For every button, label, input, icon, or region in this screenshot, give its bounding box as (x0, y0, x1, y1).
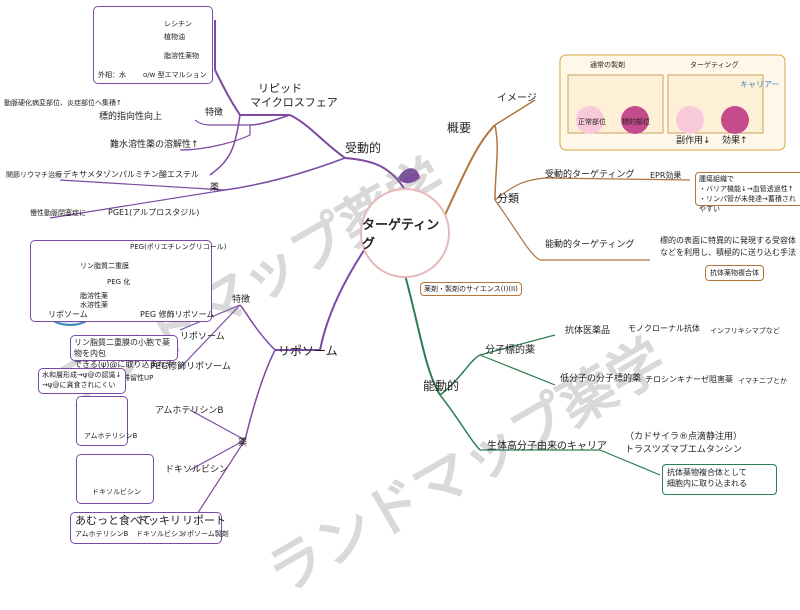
peg-label: PEG(ポリエチレングリコール) (130, 243, 227, 251)
peg-liposome-label[interactable]: PEG修飾リポソーム (150, 362, 231, 372)
effect-label: 効果↑ (722, 136, 748, 146)
kadcyla-label: （カドサイラ®点滴静注用） (625, 432, 743, 442)
mnemonic-sub-2: ドキソルビシン (136, 530, 185, 538)
lipid-feature[interactable]: 特徴 (205, 108, 224, 118)
epr-label: EPR効果 (650, 171, 682, 180)
liposome-drug[interactable]: 薬 (238, 438, 248, 448)
liposome-desc-box: リン脂質二重膜の小胞で薬物を内包 できる(ψ)@に取り込まれやすい (70, 335, 178, 380)
mnemonic-1: あむっと食べて (75, 514, 152, 527)
antibody-drug-label[interactable]: 抗体医薬品 (565, 326, 611, 336)
image-right-title: ターゲティング (690, 61, 739, 69)
adc-text-2: 細胞内に取り込まれる (667, 479, 747, 488)
passive-targeting[interactable]: 受動的ターゲティング (545, 170, 635, 180)
outer-water-label: 外相：水 (98, 71, 126, 79)
targeting-image-icon (559, 54, 786, 151)
lipid-drug[interactable]: 薬 (210, 183, 220, 193)
lipid-label-1[interactable]: リピッド (258, 82, 302, 95)
lipid-drug-1: デキサメタゾンパルミチン酸エステル (63, 170, 199, 179)
bilayer-label: リン脂質二重膜 (80, 262, 129, 270)
liposome-drug-1: アムホテリシンB (155, 406, 224, 416)
small-tag: 薬剤・製剤のサイエンス(I)(II) (420, 282, 522, 296)
lesion-site-left: 標的部位 (622, 118, 650, 126)
infliximab-label: インフリキシマブなど (710, 327, 780, 335)
mnemonic-box (70, 512, 222, 544)
image-label[interactable]: イメージ (497, 93, 537, 104)
plant-oil-label: 植物油 (164, 33, 185, 41)
normal-site-left: 正常部位 (578, 118, 606, 126)
peg-text-box: 水和層形成→ψ@の認識↓ →ψ@に貪食されにくい (38, 368, 126, 394)
active-text-2: などを利用し、積極的に送り込む手法 (660, 248, 796, 257)
imatinib-label: イマチニブとか (738, 377, 787, 385)
liposome-box (30, 240, 212, 322)
biopolymer-label[interactable]: 生体高分子由来のキャリア (487, 441, 607, 452)
lipid-drug-note-2: 慢性動脈閉塞症に (30, 209, 86, 217)
fat-drug-label: 脂溶性薬物 (164, 52, 199, 60)
mind-map: ランドマップ薬学 ランドマップ薬学 ターゲティング 薬剤・製剤のサイエンス(I)… (4, 6, 800, 608)
lipid-feature-item-1: 標的指向性向上 (99, 112, 163, 122)
peg-stability: 滞留性UP (123, 374, 154, 382)
lipid-drug-2: PGE1(アルプロスタジル) (108, 208, 200, 217)
tki-label: チロシンキナーゼ阻害薬 (645, 375, 733, 384)
peg-text-2: →ψ@に貪食されにくい (42, 381, 116, 389)
lipid-feature-note: 動脈硬化病変部位、炎症部位へ集積↑ (4, 99, 122, 107)
lipid-feature-item-2: 難水溶性薬の溶解性↑ (110, 140, 199, 150)
amphotericin-box (76, 396, 128, 446)
epr-text-3: ・リンパ管が未発達→蓄積されやすい (699, 195, 796, 213)
mnemonic-sub-1: アムホテリシンB (75, 530, 129, 538)
lipid-drug-note-1: 関節リウマチ治療 (6, 171, 62, 179)
small-molecule-label[interactable]: 低分子の分子標的薬 (560, 374, 642, 384)
classification-label[interactable]: 分類 (497, 192, 519, 205)
peg-text-1: 水和層形成→ψ@の認識↓ (42, 371, 122, 379)
epr-text-2: ・バリア機能↓→血管透過性↑ (699, 185, 794, 193)
molecular-target-label[interactable]: 分子標的薬 (485, 345, 535, 356)
active-label[interactable]: 能動的 (423, 379, 460, 393)
antibody-complex-box: 抗体薬物複合体 (705, 265, 764, 281)
center-petal-icon (398, 168, 420, 184)
liposome-desc-1: リン脂質二重膜の小胞で薬物を内包 (74, 338, 170, 358)
liposome-caption-left: リポソーム (48, 310, 88, 319)
side-effect-label: 副作用↓ (676, 136, 711, 146)
center-node[interactable]: ターゲティング (360, 188, 450, 278)
lipo-fat-drug: 脂溶性薬 (80, 292, 108, 300)
doxorubicin-box (76, 454, 154, 504)
emulsion-box (93, 6, 213, 84)
doxorubicin-caption: ドキソルビシン (92, 488, 141, 496)
trastuzumab-label: トラスツズマブエムタンシン (625, 445, 742, 455)
mnemonic-sub-3: リポソーム製剤 (180, 530, 229, 538)
passive-label[interactable]: 受動的 (345, 141, 382, 155)
liposome-feature[interactable]: 特徴 (232, 295, 251, 305)
liposome-desc-label[interactable]: リポソーム (180, 332, 225, 342)
lipo-water-drug: 水溶性薬 (80, 301, 108, 309)
emulsion-label: o/w 型エマルション (143, 71, 207, 79)
epr-text-box: 腫瘍組織で ・バリア機能↓→血管透過性↑ ・リンパ管が未発達→蓄積されやすい (695, 172, 800, 213)
liposome-label[interactable]: リポソーム (278, 344, 338, 358)
overview-label[interactable]: 概要 (447, 121, 472, 135)
carrier-label: キャリアー (740, 80, 780, 89)
lecithin-label: レシチン (164, 20, 192, 28)
mnemonic-3: リポート (182, 514, 226, 527)
amphotericin-caption: アムホテリシンB (84, 432, 138, 440)
adc-text-1: 抗体薬物複合体として (667, 468, 747, 477)
lipid-label-2[interactable]: マイクロスフェア (250, 96, 338, 109)
epr-text-1: 腫瘍組織で (699, 175, 734, 183)
mnemonic-2: ドッキリ (137, 514, 181, 527)
active-targeting[interactable]: 能動的ターゲティング (545, 240, 635, 250)
peg-mod-label: PEG 化 (107, 278, 131, 286)
active-text-1: 標的の表面に特異的に発現する受容体 (660, 236, 796, 245)
liposome-drug-2: ドキソルビシン (165, 465, 229, 475)
liposome-caption-right: PEG 修飾リポソーム (140, 310, 215, 319)
image-left-title: 通常の製剤 (590, 61, 625, 69)
monoclonal-label: モノクローナル抗体 (628, 324, 700, 333)
adc-box: 抗体薬物複合体として 細胞内に取り込まれる (662, 464, 777, 495)
